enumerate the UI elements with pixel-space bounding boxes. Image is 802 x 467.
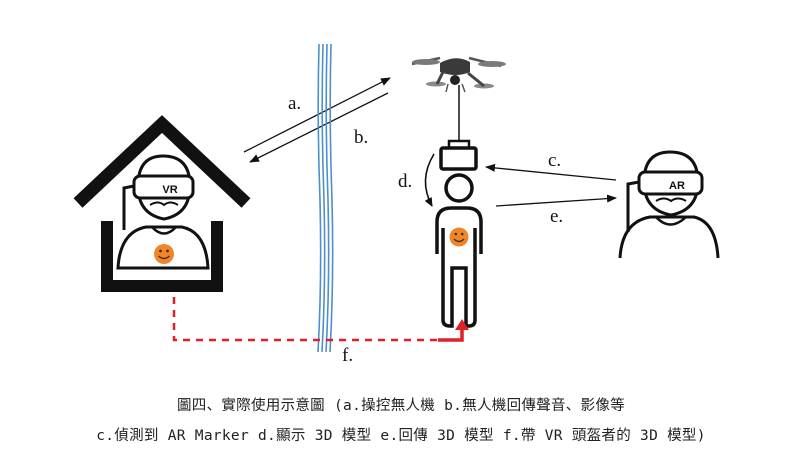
arrow-d <box>424 153 435 207</box>
ar-user-icon: AR <box>618 150 720 259</box>
label-a: a. <box>288 93 301 114</box>
house-icon <box>73 115 251 292</box>
label-d: d. <box>398 171 412 192</box>
caption-line-1: 圖四、實際使用示意圖 (a.操控無人機 b.無人機回傳聲音、影像等 <box>176 398 625 414</box>
ar-headset-label: AR <box>669 180 685 192</box>
label-c: c. <box>548 150 561 171</box>
arrow-f-head <box>438 328 464 342</box>
arrow-f-tip <box>455 319 469 330</box>
label-e: e. <box>550 206 563 227</box>
vr-user-icon: VR <box>116 154 210 270</box>
arrow-a <box>243 77 391 153</box>
vr-headset-label: VR <box>162 184 177 196</box>
arrow-e <box>495 194 617 207</box>
dashed-link-f <box>172 297 438 342</box>
label-f: f. <box>342 345 353 366</box>
smiley-face-icon <box>449 227 469 247</box>
arrow-c <box>485 163 617 181</box>
ar-marker-icon <box>439 139 478 171</box>
drone-icon <box>411 56 506 93</box>
water-separator <box>317 43 334 353</box>
smiley-face-icon <box>154 244 174 264</box>
label-b: b. <box>354 127 368 148</box>
person-icon <box>435 173 483 328</box>
caption-line-2: c.偵測到 AR Marker d.顯示 3D 模型 e.回傳 3D 模型 f.… <box>96 428 706 444</box>
